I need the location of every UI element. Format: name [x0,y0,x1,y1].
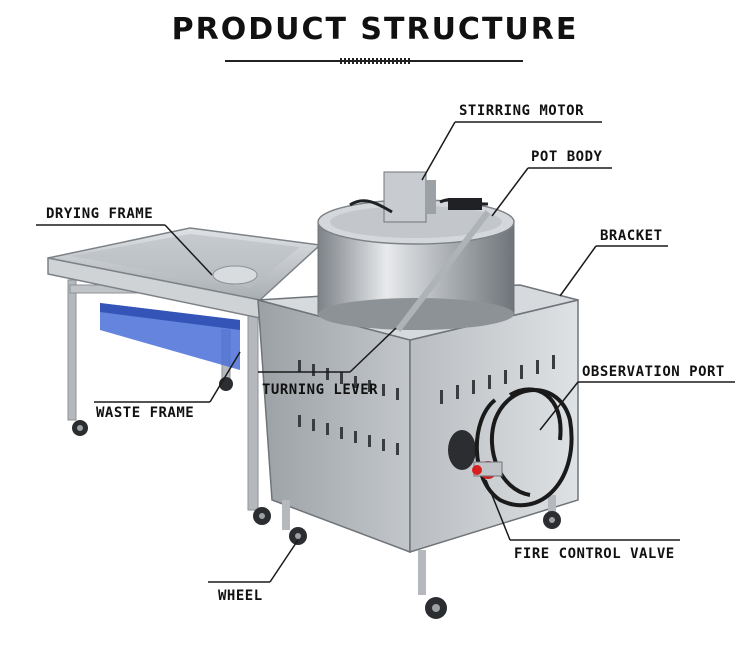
label-waste-frame: WASTE FRAME [96,405,195,421]
label-fire-control-valve: FIRE CONTROL VALVE [514,546,675,562]
label-wheel: WHEEL [218,588,263,604]
label-bracket: BRACKET [600,228,663,244]
fire-control-valve [472,461,503,479]
pot-body [317,199,515,330]
label-turning-lever: TURNING LEVER [262,382,379,398]
stirring-motor [349,171,489,223]
page-title: PRODUCT STRUCTURE [171,12,579,47]
turning-lever [395,210,491,332]
title-underline-mark [340,58,410,64]
label-drying-frame: DRYING FRAME [46,206,154,222]
drying-frame [47,227,322,319]
leader-lines [36,121,735,583]
waste-frame-tray [100,303,240,370]
label-stirring-motor: STIRRING MOTOR [459,103,585,119]
wheels [72,377,561,619]
label-observation-port: OBSERVATION PORT [582,364,725,380]
label-pot-body: POT BODY [531,149,603,165]
